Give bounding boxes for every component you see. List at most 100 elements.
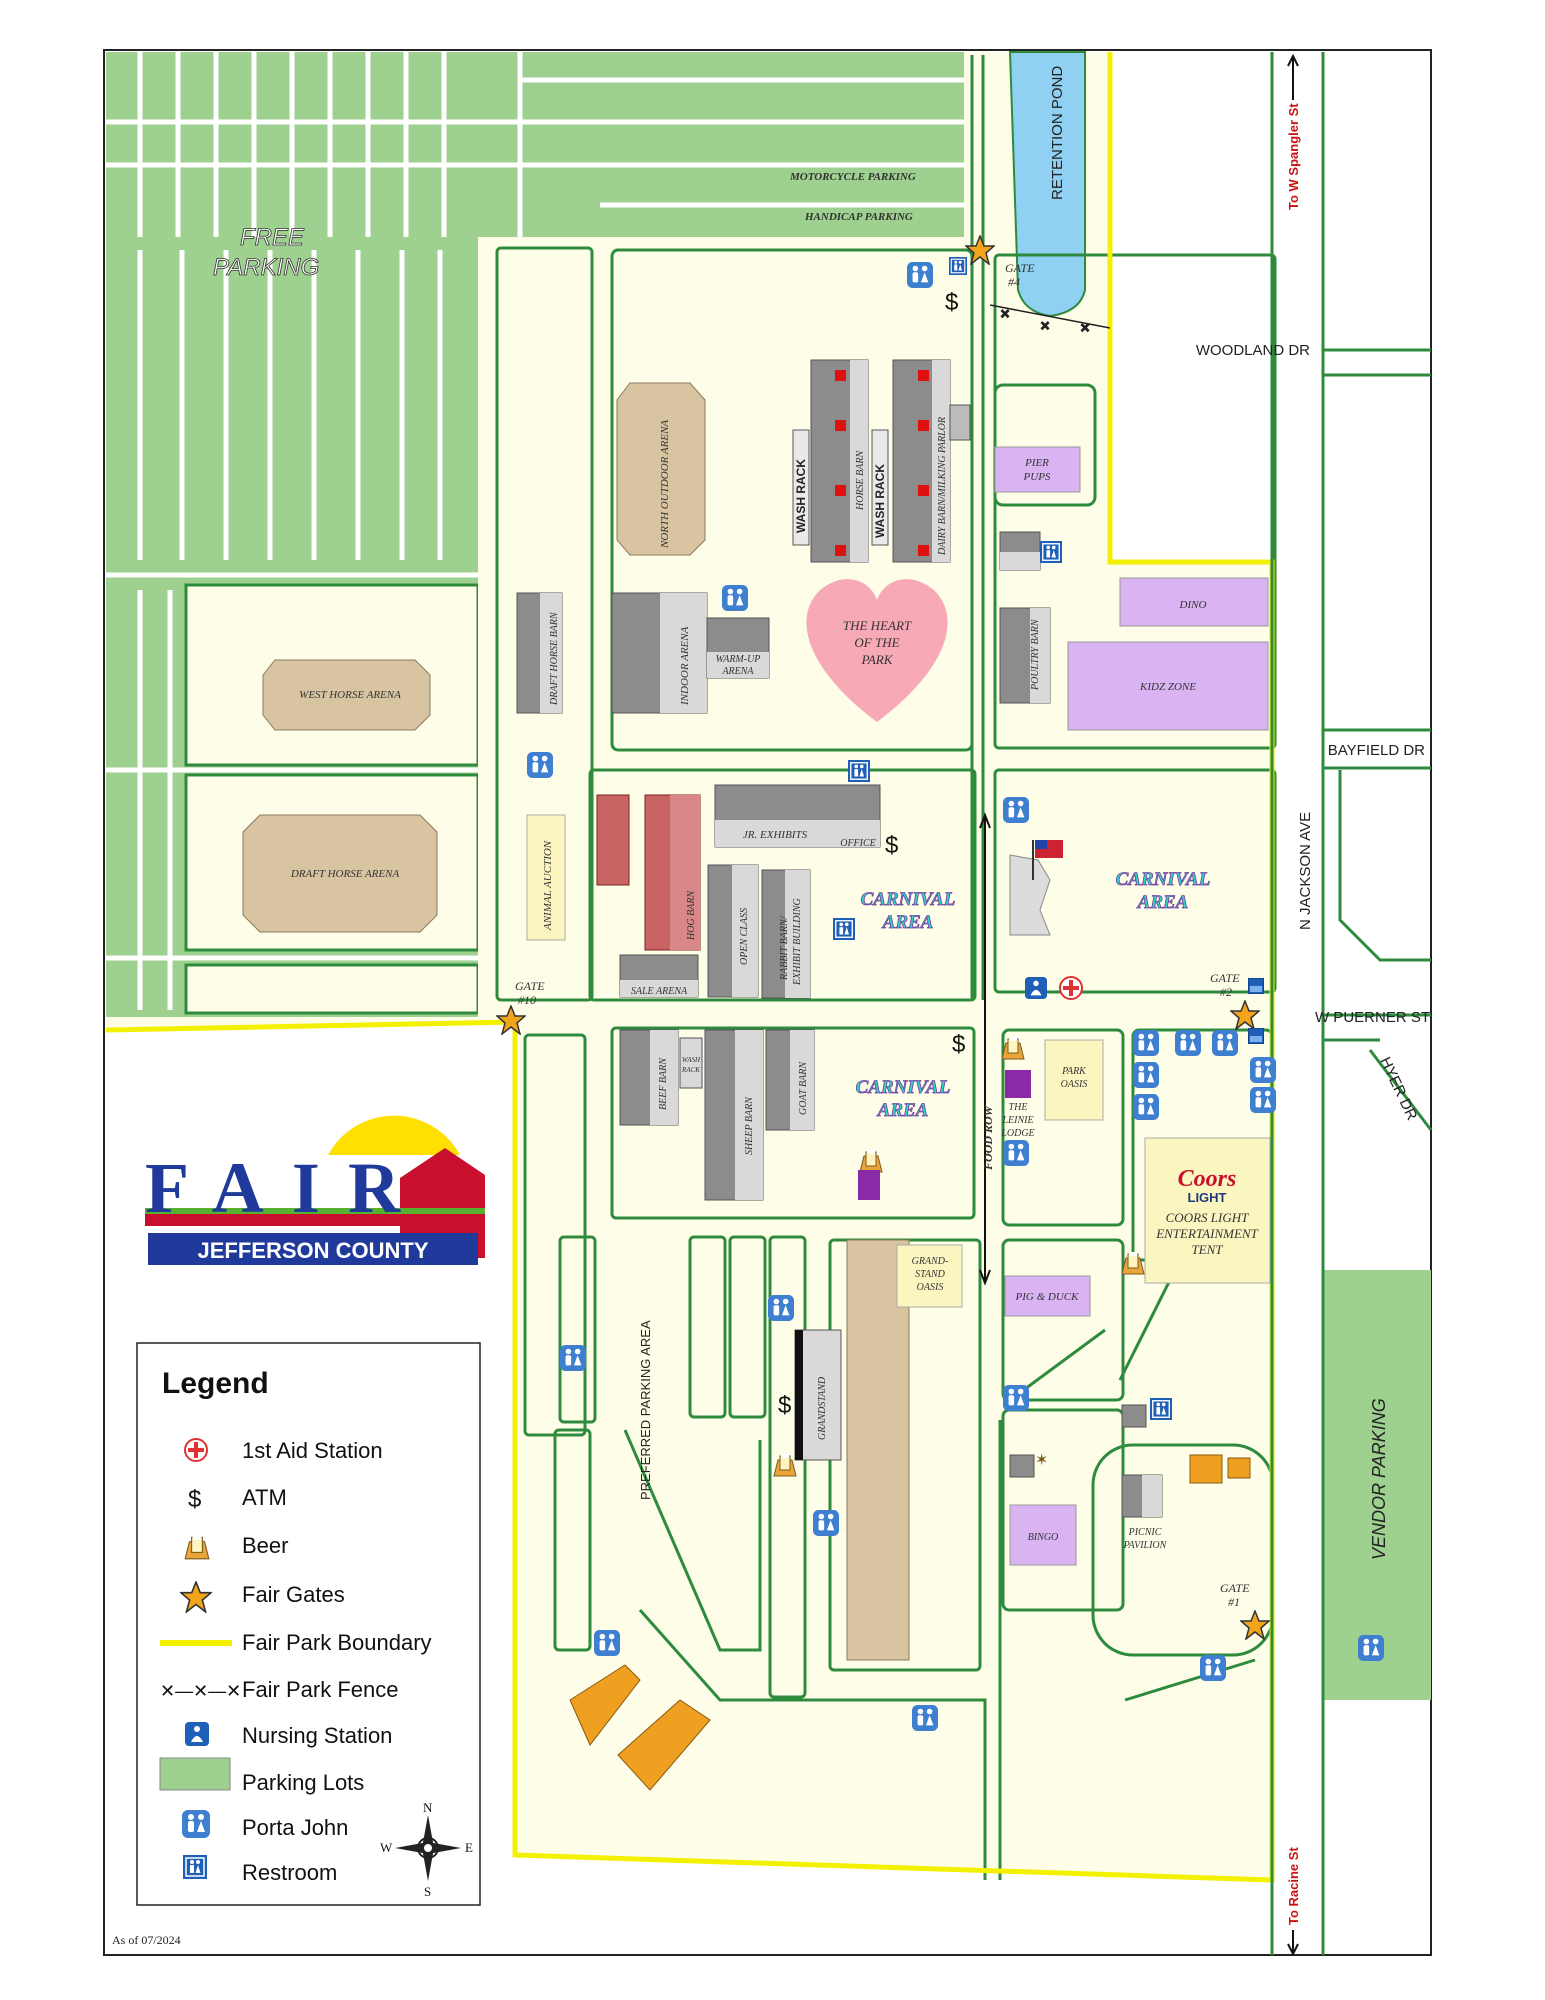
atm-symbol: $: [778, 1392, 791, 1419]
grandstand-oasis-1: GRAND-: [912, 1256, 949, 1267]
grandstand-oasis-building: [896, 1244, 963, 1308]
atm-symbol: $: [885, 832, 898, 859]
legend-nursing: Nursing Station: [242, 1723, 392, 1748]
heart-of-the-park: [806, 579, 948, 722]
grandstand-oasis-2: STAND: [915, 1269, 946, 1280]
animal-auction-label: ANIMAL AUCTION: [542, 840, 554, 931]
first-aid-icon: [184, 1438, 208, 1462]
parking-swatch: [159, 1757, 231, 1791]
sale-arena: SALE ARENA: [631, 986, 688, 997]
restroom-icon: [848, 760, 870, 782]
beef-barn: BEEF BARN: [658, 1057, 669, 1110]
pig-duck-label: PIG & DUCK: [1015, 1291, 1080, 1303]
pier-pups-1: PIER: [1024, 457, 1049, 469]
porta-john-icon: [1175, 1030, 1201, 1056]
porta-john-icon: [907, 262, 933, 288]
hog-barn-complex: [596, 784, 881, 999]
porta-john-icon: [1200, 1655, 1226, 1681]
porta-john-icon: [1003, 797, 1029, 823]
gate-4-label-1: GATE: [1005, 261, 1035, 275]
free-parking-line2: PARKING: [213, 254, 319, 281]
restroom-icon: [1150, 1398, 1172, 1420]
retention-pond: [1008, 51, 1086, 318]
gate-1-label-1: GATE: [1220, 1581, 1250, 1595]
leinie-lodge-3: LODGE: [1000, 1128, 1034, 1139]
dino-building: [1119, 577, 1269, 627]
compass-s: S: [424, 1884, 431, 1899]
legend-first-aid: 1st Aid Station: [242, 1438, 383, 1463]
legend-restroom: Restroom: [242, 1860, 337, 1885]
porta-john-icon: [1003, 1385, 1029, 1411]
arenas: [242, 382, 910, 1661]
leinie-lodge-1: THE: [1009, 1102, 1028, 1113]
porta-john-icon: [594, 1630, 620, 1656]
kidz-zone-building: [1067, 641, 1269, 731]
sheriff-star-icon: ✶: [1035, 1452, 1048, 1469]
porta-john-icon: [1133, 1094, 1159, 1120]
warm-up-arena-1: WARM-UP: [716, 654, 761, 665]
fair-park-fence: ✕✕✕: [989, 304, 1111, 336]
porta-john-icon: [182, 1810, 210, 1838]
to-racine: To Racine St: [1286, 1847, 1301, 1925]
carnival-3-line2: AREA: [877, 1100, 929, 1121]
park-oasis-1: PARK: [1061, 1066, 1087, 1077]
legend-beer: Beer: [242, 1533, 288, 1558]
atm-icon: $: [188, 1486, 201, 1513]
porta-john-icon: [1250, 1087, 1276, 1113]
restroom-icon: [183, 1855, 207, 1879]
grandstand-oasis-3: OASIS: [917, 1282, 944, 1293]
gate-1-label-2: #1: [1228, 1595, 1240, 1609]
coors-tent-building: [1144, 1137, 1271, 1284]
carnival-2-line2: AREA: [1137, 892, 1189, 913]
preferred-parking-label: PREFERRED PARKING AREA: [638, 1320, 653, 1500]
indoor-buildings: [516, 592, 770, 714]
horse-barn: HORSE BARN: [855, 450, 866, 511]
porta-john-icon: [1133, 1030, 1159, 1056]
porta-john-icon: [560, 1345, 586, 1371]
coors-logo-1: Coors: [1178, 1166, 1237, 1192]
porta-john-icon: [912, 1705, 938, 1731]
heart-line1: THE HEART: [843, 618, 912, 633]
roads: [495, 246, 1277, 1880]
porta-john-icon: [527, 752, 553, 778]
park-oasis-2: OASIS: [1061, 1079, 1088, 1090]
coors-tent-2: ENTERTAINMENT: [1155, 1226, 1258, 1241]
compass-e: E: [465, 1840, 473, 1855]
grandstand-label: GRANDSTAND: [817, 1376, 828, 1440]
svg-text:✕: ✕: [1040, 319, 1050, 333]
office: OFFICE: [840, 838, 876, 849]
atm-symbol: $: [945, 289, 958, 316]
porta-john-icon: [1003, 1140, 1029, 1166]
open-class: OPEN CLASS: [739, 908, 750, 965]
legend-parking: Parking Lots: [242, 1770, 364, 1795]
food-row-label: FOOD ROW: [981, 1104, 995, 1171]
orange-building-2: [617, 1699, 711, 1791]
compass-n: N: [423, 1800, 433, 1815]
barns-south: [619, 1029, 815, 1201]
rabbit-barn-2: EXHIBIT BUILDING: [792, 898, 803, 986]
restroom-icon: [1248, 978, 1264, 994]
porta-john-icon: [1133, 1062, 1159, 1088]
compass-icon: [395, 1815, 461, 1881]
north-outdoor-arena: NORTH OUTDOOR ARENA: [659, 420, 671, 549]
gate-4-label-2: #4: [1008, 275, 1020, 289]
n-jackson-ave: N JACKSON AVE: [1297, 812, 1314, 930]
svg-text:✕: ✕: [1080, 321, 1090, 335]
legend-title: Legend: [162, 1367, 269, 1400]
warm-up-arena-2: ARENA: [721, 666, 754, 677]
pig-duck-building: [1004, 1275, 1091, 1317]
legend-fair-gates: Fair Gates: [242, 1582, 345, 1607]
restroom-icon: [1040, 541, 1062, 563]
restroom-icon: [833, 918, 855, 940]
leinie-lodge-building: [1005, 1070, 1031, 1098]
orange-building-1: [569, 1664, 641, 1746]
w-puerner-st: W PUERNER ST: [1315, 1009, 1430, 1026]
bingo-building: [1009, 1504, 1077, 1566]
carnival-1-line1: CARNIVAL: [861, 889, 956, 910]
poultry-barn-label: POULTRY BARN: [1030, 618, 1041, 691]
first-aid-icon: [1059, 976, 1083, 1000]
coors-logo-2: LIGHT: [1188, 1190, 1227, 1205]
hog-barn: HOG BARN: [686, 890, 697, 941]
porta-john-icon: [1212, 1030, 1238, 1056]
carnival-3-line1: CARNIVAL: [856, 1077, 951, 1098]
